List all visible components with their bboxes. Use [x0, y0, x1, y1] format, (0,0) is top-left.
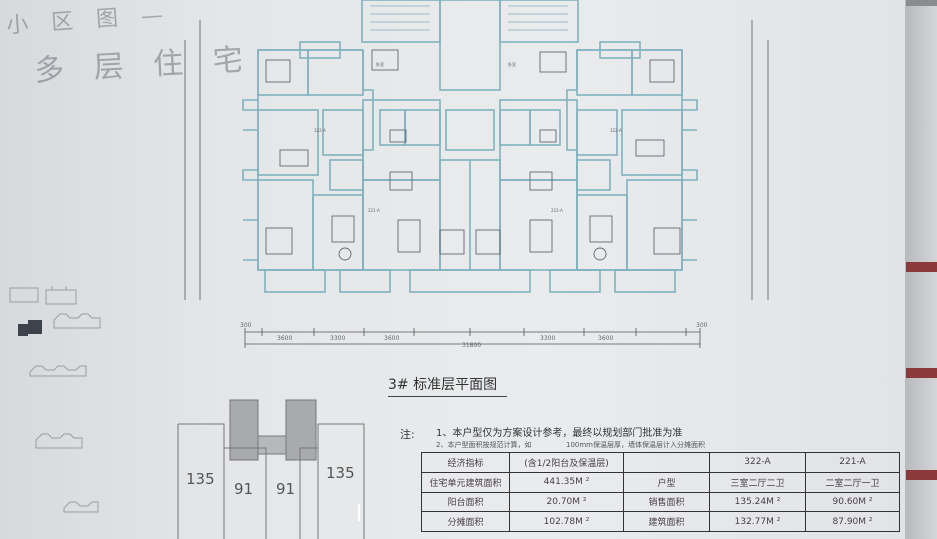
- svg-text:221-A: 221-A: [551, 208, 563, 213]
- table-cell: 132.77M ²: [709, 511, 806, 532]
- dark-marker-block: [18, 324, 28, 336]
- white-mark: [358, 504, 360, 521]
- note-line-1: 1、本户型仅为方案设计参考，最终以规划部门批准为准: [436, 428, 683, 439]
- table-row: 分摊面积 102.78M ² 建筑面积 132.77M ² 87.90M ²: [421, 511, 900, 532]
- table-row: 住宅单元建筑面积 441.35M ² 户型 三室二厅二卫 二室二厅一卫: [421, 471, 900, 493]
- plan-walls: [242, 0, 698, 293]
- frame-red-stripe: [906, 262, 937, 272]
- footprint-left-inner: 91: [234, 480, 254, 498]
- plan-title: 3# 标准层平面图: [388, 374, 508, 397]
- table-cell: 90.60M ²: [805, 491, 900, 513]
- table-cell: 322-A: [709, 452, 806, 473]
- table-cell: 20.70M ²: [509, 491, 624, 513]
- dim-segment-3: 3600: [384, 335, 400, 342]
- sketch-building-icon: [53, 313, 101, 329]
- sketch-building-icon: [35, 433, 83, 449]
- floor-plan-drawing: 卧室 卧室 322-A 322-A 221-A 221-A: [9, 0, 769, 539]
- table-cell: 135.24M ²: [709, 491, 806, 513]
- dimension-lines: [184, 20, 769, 348]
- table-cell: 441.35M ²: [509, 471, 624, 493]
- footprint-right-inner: 91: [276, 480, 296, 498]
- dim-segment-0: 300: [240, 322, 252, 329]
- furniture-symbols: [265, 49, 681, 261]
- table-row: 经济指标 (含1/2阳台及保温层) 322-A 221-A: [421, 452, 900, 473]
- note-line-3: 100mm保温层厚，墙体保温层计入分摊面积: [566, 441, 705, 449]
- table-cell: 住宅单元建筑面积: [421, 471, 510, 493]
- table-cell: 87.90M ²: [805, 511, 900, 532]
- table-cell: 102.78M ²: [509, 511, 624, 532]
- dim-segment-6: 300: [696, 322, 708, 329]
- svg-text:卧室: 卧室: [508, 61, 516, 67]
- sketch-building-icon: [29, 365, 87, 377]
- table-cell: 建筑面积: [623, 511, 710, 532]
- dim-total: 31800: [462, 342, 482, 349]
- dim-segment-2: 3300: [330, 335, 346, 342]
- table-cell: 221-A: [805, 452, 900, 473]
- frame-top-bar: [906, 0, 937, 6]
- table-cell: 阳台面积: [421, 491, 510, 513]
- frame-red-stripe: [906, 470, 937, 480]
- dark-marker-block: [28, 320, 42, 334]
- sketch-building-icon: [63, 501, 99, 513]
- room-label-marks: 卧室 卧室 322-A 322-A 221-A 221-A: [314, 61, 622, 213]
- sketch-block-icon: [45, 286, 77, 305]
- table-cell: 分摊面积: [421, 511, 510, 532]
- table-cell: 户型: [623, 471, 710, 493]
- frame-red-stripe: [906, 368, 937, 378]
- table-cell: [623, 452, 710, 473]
- note-line-2: 2、本户型面积按规范计算，如: [436, 441, 532, 449]
- dim-segment-1: 3600: [277, 335, 293, 342]
- dim-segment-4: 3300: [540, 335, 556, 342]
- table-cell: 三室二厅二卫: [709, 471, 806, 493]
- table-cell: (含1/2阳台及保温层): [509, 452, 624, 473]
- footprint-right-outer: 135: [326, 464, 355, 482]
- svg-text:221-A: 221-A: [368, 208, 380, 213]
- footprint-diagram: [177, 399, 365, 539]
- table-row: 阳台面积 20.70M ² 销售面积 135.24M ² 90.60M ²: [421, 491, 900, 513]
- sketch-rect-icon: [9, 287, 39, 303]
- sketch-icons: [9, 286, 101, 513]
- svg-text:卧室: 卧室: [376, 61, 384, 67]
- svg-text:322-A: 322-A: [610, 128, 622, 133]
- table-cell: 二室二厅一卫: [805, 471, 900, 493]
- table-cell: 销售面积: [623, 491, 710, 513]
- area-table: 经济指标 (含1/2阳台及保温层) 322-A 221-A 住宅单元建筑面积 4…: [421, 452, 900, 532]
- table-cell: 经济指标: [421, 452, 510, 473]
- footprint-left-outer: 135: [186, 470, 215, 488]
- svg-text:322-A: 322-A: [314, 128, 326, 133]
- notes-label: 注:: [400, 428, 415, 441]
- dim-segment-5: 3600: [598, 335, 614, 342]
